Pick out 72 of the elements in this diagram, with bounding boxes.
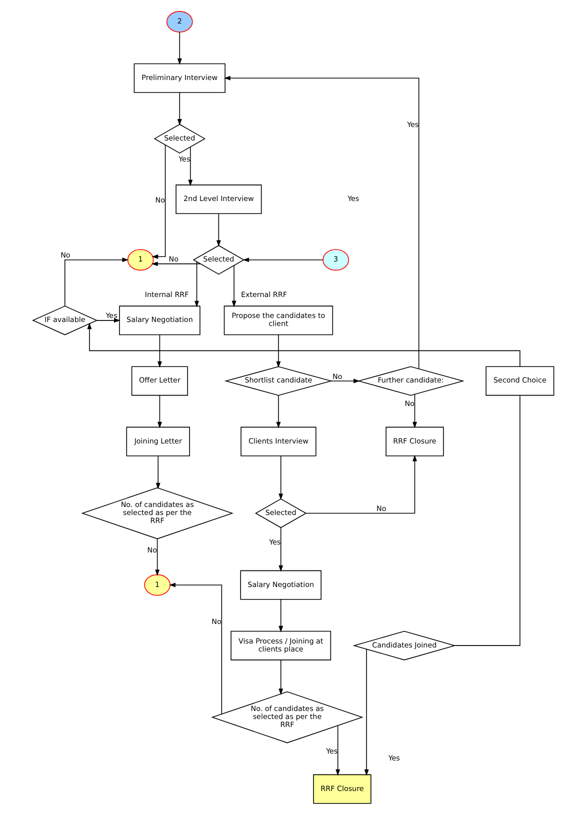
arrow bbox=[223, 76, 419, 370]
edge-label: Yes bbox=[388, 753, 400, 762]
arrow bbox=[216, 213, 220, 247]
arrow bbox=[364, 648, 368, 776]
node-box: Second Choice bbox=[485, 366, 554, 396]
arrow bbox=[156, 334, 162, 368]
label: Yes bbox=[347, 194, 359, 204]
node-box: Visa Process / Joining at clients place bbox=[230, 630, 331, 660]
arrow bbox=[150, 262, 200, 266]
arrow bbox=[194, 261, 198, 308]
node-diamond: Further candidate: bbox=[356, 366, 464, 396]
edge-label: No bbox=[60, 250, 70, 260]
arrow bbox=[278, 598, 283, 632]
node-ellipse: 3 bbox=[322, 249, 349, 271]
arrow bbox=[276, 394, 280, 428]
node-diamond: IF available bbox=[32, 306, 98, 336]
node-box: Joining Letter bbox=[126, 426, 190, 456]
edge-label: External RRF bbox=[240, 290, 286, 299]
edge-label: No bbox=[332, 372, 342, 381]
node-ellipse: 1 bbox=[126, 249, 154, 271]
arrow bbox=[231, 265, 236, 308]
arrow bbox=[176, 32, 182, 65]
node-diamond: No. of candidates as selected as per the RRF bbox=[80, 487, 233, 540]
node-diamond: Shortlist candidate bbox=[224, 366, 332, 396]
edge-label: No bbox=[154, 195, 164, 204]
arrow bbox=[276, 334, 280, 368]
arrow bbox=[154, 538, 160, 576]
node-box: Propose the candidates to client bbox=[223, 306, 333, 336]
edge-label: No bbox=[211, 617, 221, 626]
edge-label: Yes bbox=[326, 746, 338, 756]
edge-label: Yes bbox=[178, 154, 190, 164]
node-box: Preliminary Interview bbox=[133, 63, 225, 93]
connector bbox=[454, 395, 520, 646]
edge-label: No bbox=[376, 504, 386, 514]
edge-label: Internal RRF bbox=[144, 290, 188, 299]
arrow bbox=[168, 582, 222, 714]
arrow bbox=[176, 92, 182, 126]
node-box: Salary Negotiation bbox=[240, 570, 321, 600]
arrow bbox=[188, 146, 192, 186]
edge-label: Yes bbox=[105, 311, 117, 320]
arrow bbox=[278, 456, 283, 500]
arrow bbox=[278, 527, 283, 572]
edge-label: Yes bbox=[268, 538, 280, 547]
node-diamond: Candidates Joined bbox=[352, 630, 456, 660]
arrow bbox=[151, 144, 166, 259]
arrow bbox=[96, 318, 120, 323]
arrow bbox=[155, 456, 160, 490]
arrow bbox=[278, 660, 283, 695]
arrow bbox=[412, 394, 416, 428]
arrow bbox=[242, 258, 323, 262]
arrow bbox=[335, 725, 340, 776]
node-box: 2nd Level Interview bbox=[175, 184, 262, 214]
node-box: Clients Interview bbox=[240, 426, 316, 456]
node-diamond: Selected bbox=[254, 498, 306, 528]
node-diamond: No. of candidates as selected as per the RRF bbox=[210, 691, 363, 744]
node-diamond: Selected bbox=[192, 245, 244, 275]
arrow bbox=[330, 378, 360, 384]
node-box: Offer Letter bbox=[130, 366, 188, 396]
node-box: RRF Closure bbox=[385, 426, 444, 456]
node-box: RRF Closure bbox=[312, 774, 371, 804]
arrow bbox=[156, 394, 162, 428]
arrow bbox=[305, 454, 416, 514]
arrow bbox=[86, 322, 520, 367]
node-ellipse: 1 bbox=[144, 574, 170, 596]
edge-label: Yes bbox=[406, 120, 418, 129]
node-box: Salary Negotiation bbox=[118, 306, 200, 336]
node-ellipse: 2 bbox=[166, 11, 192, 32]
edge-label: No bbox=[146, 545, 157, 554]
arrow bbox=[64, 258, 128, 306]
node-diamond: Selected bbox=[153, 124, 206, 154]
edge-label: No bbox=[168, 254, 178, 264]
edge-label: No bbox=[404, 399, 414, 408]
